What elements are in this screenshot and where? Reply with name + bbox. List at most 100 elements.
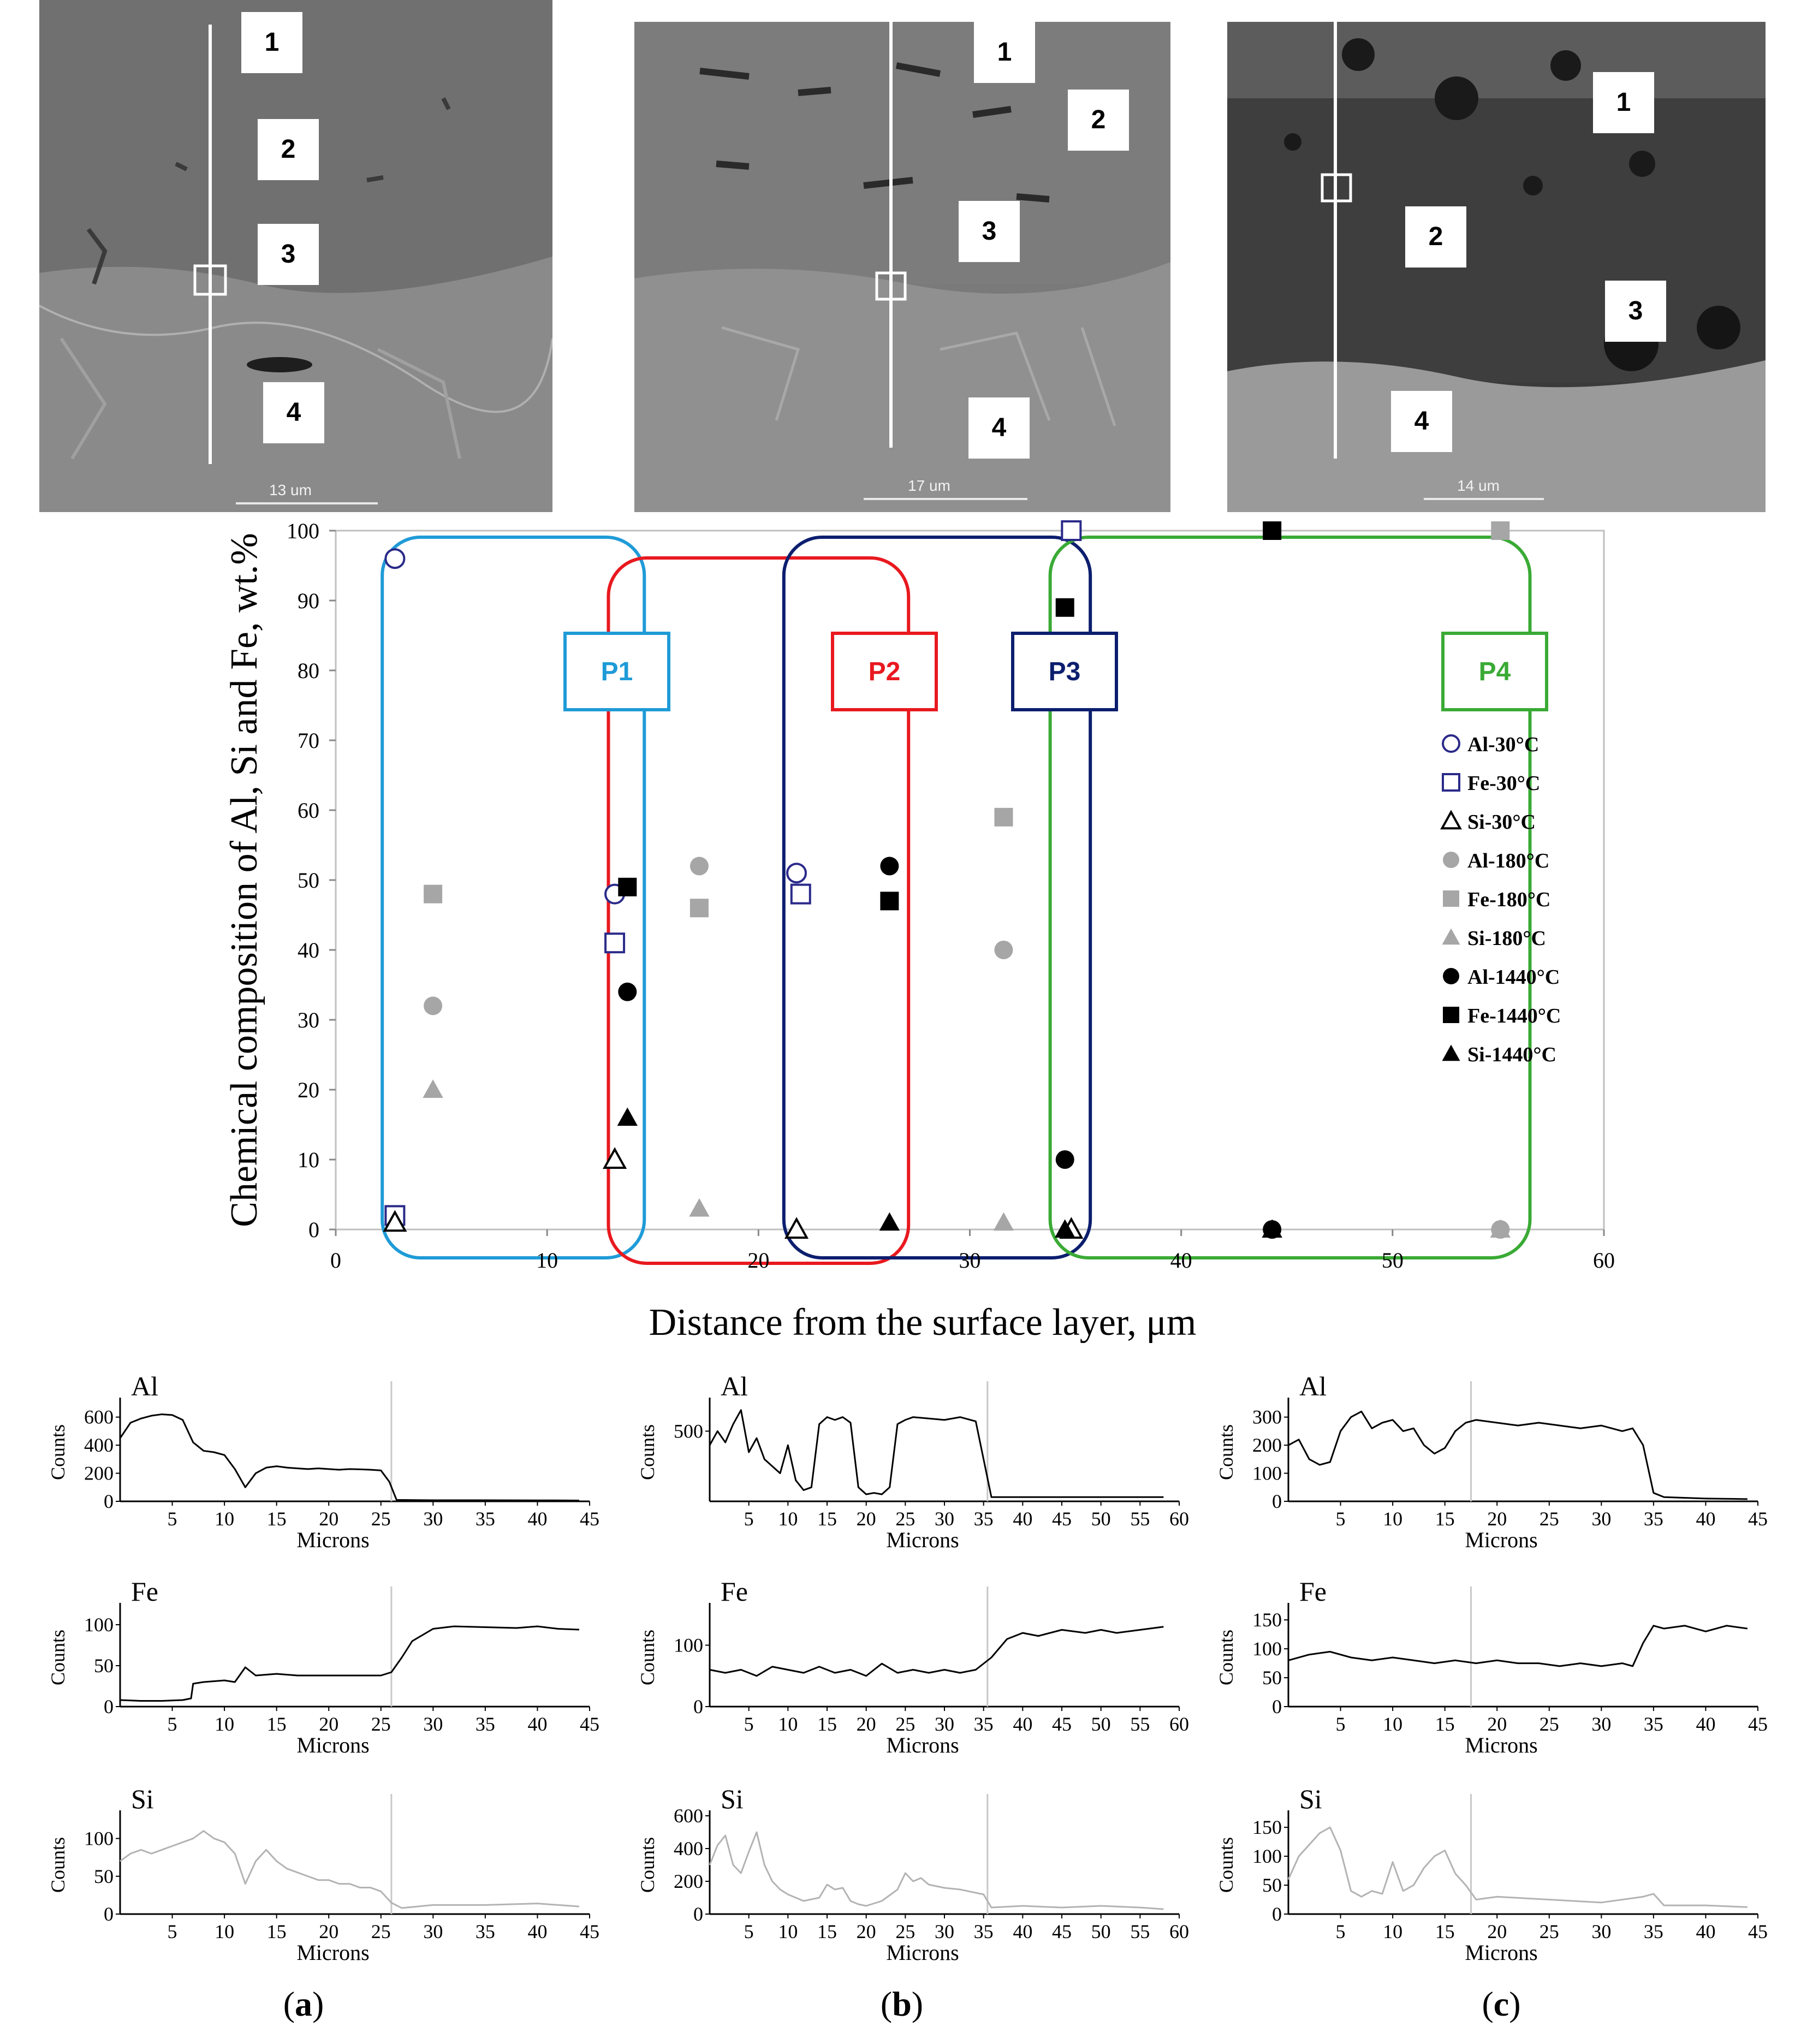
x-tick-label: 25 <box>1540 1921 1559 1942</box>
line-scan-series <box>709 1831 1164 1910</box>
x-tick-label: 45 <box>1052 1508 1072 1530</box>
legend-marker <box>1442 734 1460 753</box>
y-tick-label: 600 <box>84 1406 114 1428</box>
x-tick-label: 10 <box>215 1713 234 1735</box>
y-tick-label: 60 <box>298 798 319 823</box>
x-tick-label: 60 <box>1169 1713 1189 1735</box>
y-tick-label: 200 <box>84 1463 114 1484</box>
region-label-box <box>563 632 670 711</box>
x-axis-title: Microns <box>1465 1940 1537 1965</box>
data-point <box>993 1212 1014 1231</box>
x-tick-label: 25 <box>371 1713 391 1735</box>
x-tick-label: 40 <box>527 1921 547 1942</box>
y-axis-title: Counts <box>637 1837 658 1893</box>
data-point <box>879 1212 900 1231</box>
y-tick-label: 50 <box>94 1655 114 1677</box>
x-tick-label: 15 <box>1435 1713 1455 1735</box>
legend-entry: Fe-1440°C <box>1467 1005 1561 1027</box>
x-tick-label: 15 <box>267 1921 287 1942</box>
x-axis-title: Microns <box>296 1940 369 1965</box>
x-tick-label: 35 <box>475 1921 495 1942</box>
line-scan-series <box>120 1830 579 1909</box>
legend-marker <box>1443 890 1459 907</box>
x-tick-label: 5 <box>744 1921 754 1942</box>
x-axis-title: Microns <box>886 1733 959 1757</box>
plot-area <box>335 530 1605 1231</box>
region-label-box <box>1441 632 1548 711</box>
x-tick-label: 20 <box>747 1248 769 1273</box>
data-point <box>617 1107 638 1126</box>
scale-bar <box>1424 498 1544 500</box>
element-label: Si <box>1299 1784 1322 1814</box>
data-point <box>880 892 899 911</box>
y-tick-label: 150 <box>1252 1816 1282 1838</box>
y-tick-label: 100 <box>84 1828 114 1850</box>
x-tick-label: 25 <box>371 1921 391 1942</box>
region-label-p1: P1 <box>601 657 633 686</box>
x-tick-label: 10 <box>778 1713 798 1735</box>
data-point <box>424 996 443 1015</box>
legend-entry: Fe-180°C <box>1467 888 1550 911</box>
x-tick-label: 50 <box>1091 1921 1111 1942</box>
x-tick-label: 5 <box>1336 1508 1346 1530</box>
x-tick-label: 5 <box>1336 1921 1346 1942</box>
x-tick-label: 50 <box>1091 1713 1111 1735</box>
element-label: Fe <box>1299 1576 1327 1607</box>
layer-label-1: 1 <box>1593 72 1654 133</box>
x-tick-label: 45 <box>1748 1713 1768 1735</box>
y-axis-title: Counts <box>47 1630 69 1685</box>
data-point <box>1061 520 1082 541</box>
x-tick-label: 50 <box>1382 1248 1404 1273</box>
region-label-box <box>831 632 938 711</box>
legend-entry: Fe-30°C <box>1467 772 1540 795</box>
y-tick-label: 20 <box>298 1078 319 1102</box>
legend-entry: Si-30°C <box>1467 811 1536 834</box>
legend-entry: Si-180°C <box>1467 927 1546 950</box>
x-tick-label: 60 <box>1169 1508 1189 1530</box>
legend-marker <box>1442 1044 1460 1061</box>
x-tick-label: 35 <box>1644 1508 1663 1530</box>
y-axis-title: Counts <box>47 1837 69 1893</box>
y-tick-label: 30 <box>298 1008 319 1032</box>
x-tick-label: 5 <box>168 1508 177 1530</box>
x-tick-label: 35 <box>974 1921 994 1942</box>
x-tick-label: 30 <box>423 1713 443 1735</box>
y-axis-title: Chemical composition of Al, Si and Fe, w… <box>223 533 265 1227</box>
y-tick-label: 0 <box>1272 1903 1282 1925</box>
y-axis-title: Counts <box>1215 1837 1237 1893</box>
scale-bar <box>236 502 378 504</box>
x-tick-label: 15 <box>817 1508 837 1530</box>
data-point <box>689 1198 710 1217</box>
scale-bar-label: 14 um <box>1457 477 1500 494</box>
x-axis-title: Distance from the surface layer, μm <box>649 1302 1197 1344</box>
element-label: Si <box>721 1784 744 1814</box>
y-tick-label: 0 <box>104 1490 114 1512</box>
x-tick-label: 15 <box>267 1713 287 1735</box>
x-axis-title: Microns <box>886 1528 959 1552</box>
x-tick-label: 5 <box>1336 1713 1346 1735</box>
x-tick-label: 35 <box>475 1508 495 1530</box>
legend-entry: Al-180°C <box>1467 849 1549 872</box>
x-tick-label: 20 <box>319 1508 338 1530</box>
element-label: Al <box>131 1371 158 1401</box>
element-label: Fe <box>721 1576 748 1607</box>
x-tick-label: 25 <box>371 1508 391 1530</box>
x-tick-label: 45 <box>580 1713 599 1735</box>
data-point <box>1055 1150 1074 1169</box>
data-point <box>1055 1219 1075 1238</box>
data-point <box>602 1147 627 1169</box>
x-tick-label: 25 <box>895 1713 915 1735</box>
y-tick-label: 50 <box>1262 1667 1282 1689</box>
sem-image-a: 1 2 3 4 13 um <box>39 0 552 512</box>
data-point <box>1263 521 1282 540</box>
legend-marker <box>1442 928 1460 945</box>
x-tick-label: 15 <box>1435 1921 1455 1942</box>
y-tick-label: 0 <box>1272 1696 1282 1718</box>
y-tick-label: 50 <box>1262 1874 1282 1896</box>
y-tick-label: 0 <box>308 1217 319 1242</box>
y-tick-label: 400 <box>84 1434 114 1456</box>
